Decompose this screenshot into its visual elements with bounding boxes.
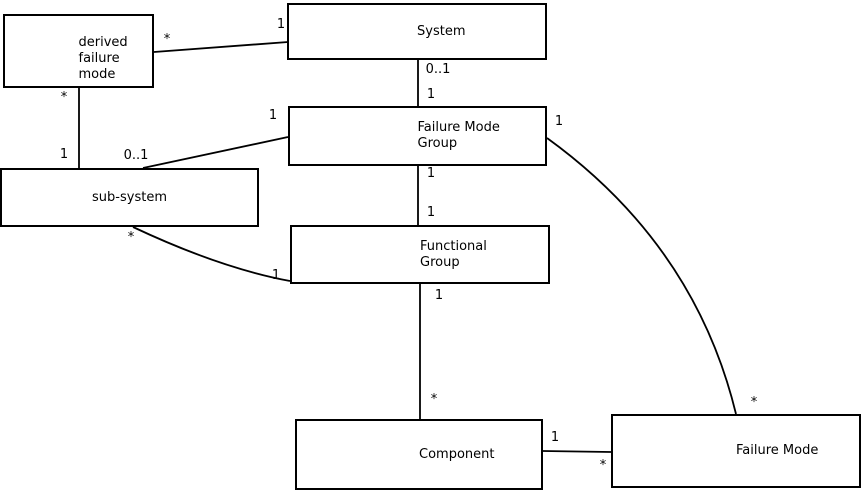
multiplicity-failuremode-end-of-component-association: * [599, 458, 607, 473]
node-functional-group-label: Functional Group [420, 238, 487, 270]
multiplicity-subsystem-end-of-fmg-association: 0..1 [123, 148, 149, 163]
multiplicity-derived-end-of-system-association: * [163, 32, 171, 47]
multiplicity-fg-end-of-component-association: 1 [434, 288, 444, 303]
multiplicity-derived-end-of-subsystem-association: * [60, 90, 68, 105]
multiplicity-fg-end-of-fmg-association: 1 [426, 205, 436, 220]
node-component-label: Component [419, 446, 495, 462]
multiplicity-subsystem-end-of-derived-association: 1 [59, 147, 69, 162]
connector-component-failure-mode [542, 450, 612, 453]
node-system-label: System [417, 23, 466, 39]
multiplicity-fmg-end-of-subsystem-association: 1 [268, 108, 278, 123]
multiplicity-failuremode-end-of-fmg-association: * [750, 395, 758, 410]
connector-sub-system-functional-group [132, 226, 291, 282]
node-component: Component [295, 419, 543, 490]
multiplicity-subsystem-end-of-fg-association: * [127, 230, 135, 245]
multiplicity-fg-end-of-subsystem-association: 1 [271, 268, 281, 283]
node-failure-mode-label: Failure Mode [736, 443, 819, 458]
multiplicity-system-end-of-derived-association: 1 [276, 17, 286, 32]
node-sub-system: sub-system [0, 168, 259, 227]
multiplicity-component-end-of-failuremode-association: 1 [550, 430, 560, 445]
node-derived-failure-mode: derived failure mode [3, 14, 154, 88]
multiplicity-fmg-end-of-system-association: 1 [426, 87, 436, 102]
node-failure-mode-group-label: Failure Mode Group [417, 120, 500, 151]
connector-failure-mode-group-sub-system [142, 136, 289, 169]
connector-failure-mode-group-failure-mode [546, 137, 737, 415]
node-failure-mode: Failure Mode [611, 414, 861, 488]
node-functional-group: Functional Group [290, 225, 550, 284]
connector-system-derived-failure-mode [153, 41, 289, 53]
multiplicity-system-end-of-fmg-association: 0..1 [425, 62, 451, 77]
node-sub-system-label: sub-system [92, 189, 167, 205]
multiplicity-component-end-of-fg-association: * [430, 392, 438, 407]
node-derived-failure-mode-label: derived failure mode [78, 35, 128, 83]
node-system: System [287, 3, 547, 60]
multiplicity-fmg-end-of-failuremode-association: 1 [554, 114, 564, 129]
node-failure-mode-group: Failure Mode Group [288, 106, 547, 166]
multiplicity-fmg-end-of-fg-association: 1 [426, 166, 436, 181]
